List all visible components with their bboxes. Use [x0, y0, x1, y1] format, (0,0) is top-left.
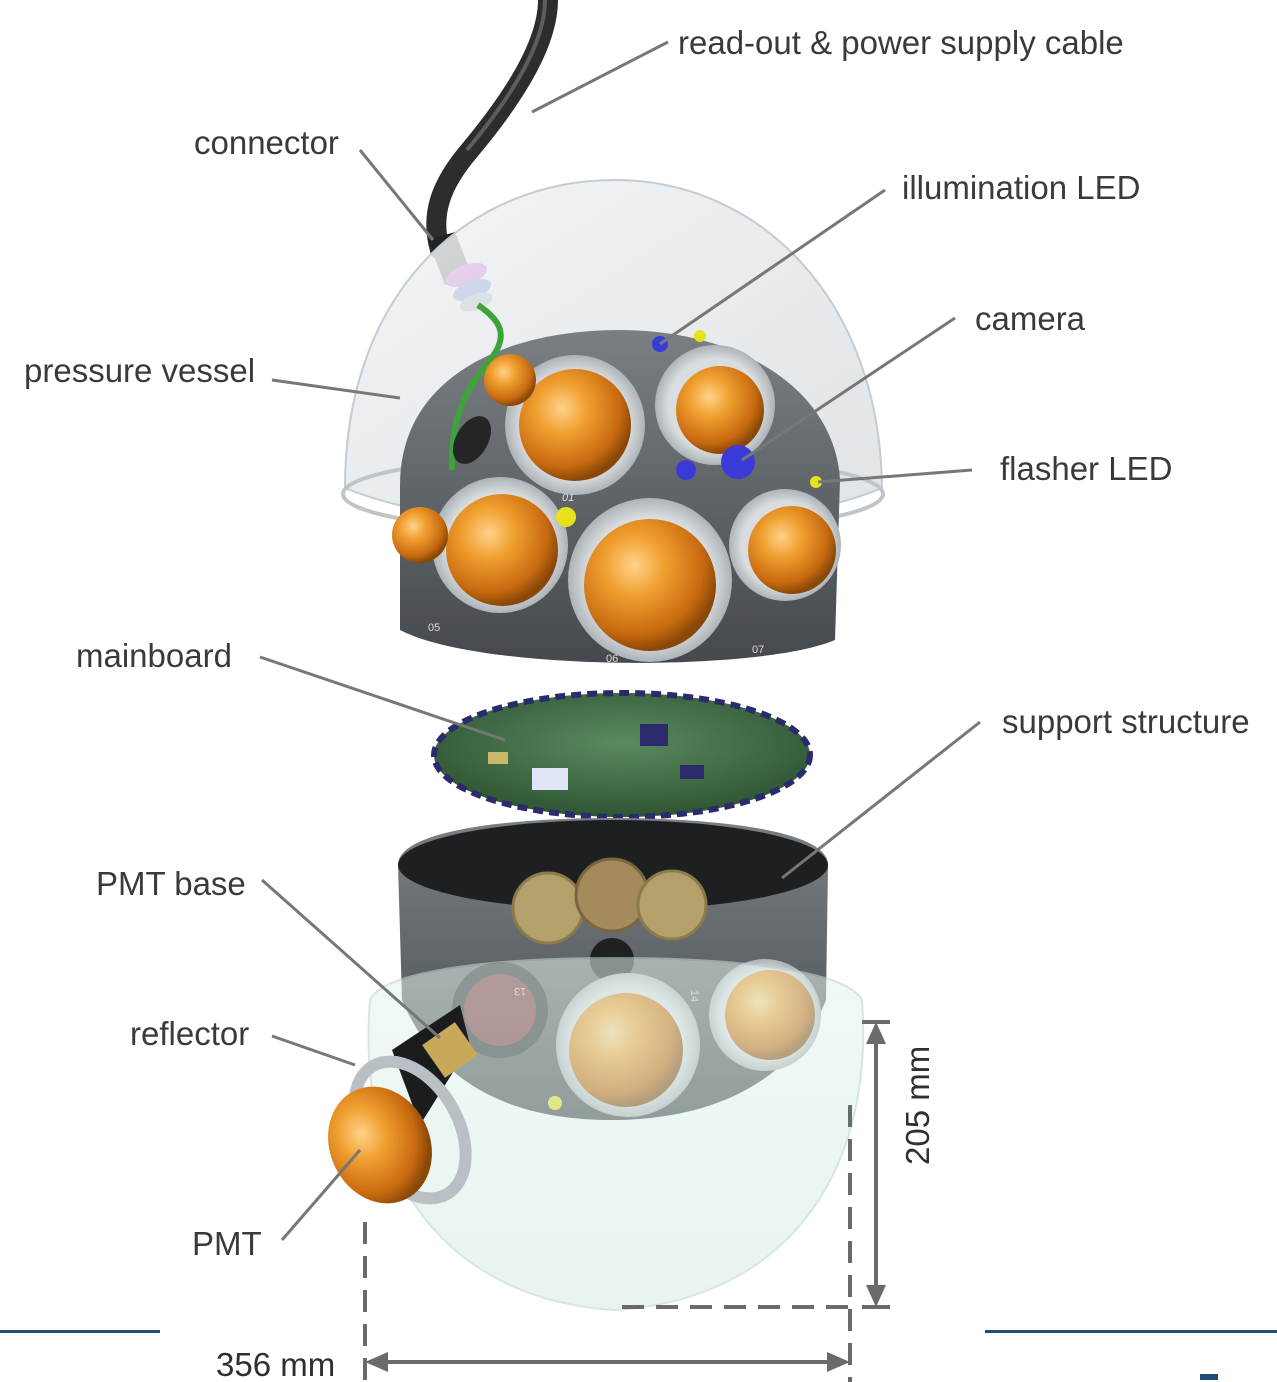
top-yellow-led	[556, 507, 576, 527]
module-number-13: 13	[514, 985, 526, 997]
label-cable: read-out & power supply cable	[678, 26, 1124, 59]
leader-connector	[360, 150, 433, 240]
module-number-01: 01	[562, 492, 574, 504]
label-connector: connector	[194, 126, 339, 159]
label-pressure-vessel: pressure vessel	[24, 354, 255, 387]
module-number-14: 14	[688, 990, 700, 1002]
dimension-height-label: 205 mm	[901, 1046, 934, 1165]
camera-lens	[721, 445, 755, 479]
label-support-structure: support structure	[1002, 705, 1250, 738]
label-reflector: reflector	[130, 1017, 249, 1050]
leader-mainboard	[260, 657, 505, 740]
secondary-led	[676, 460, 696, 480]
dimension-width-label: 356 mm	[216, 1348, 335, 1381]
leader-cable	[532, 42, 668, 112]
bottom-rule-left	[0, 1330, 160, 1333]
module-number-07: 07	[752, 644, 764, 656]
label-mainboard: mainboard	[76, 639, 232, 672]
leader-support-structure	[782, 722, 980, 878]
leader-pmt	[282, 1150, 360, 1240]
label-flasher-led: flasher LED	[1000, 452, 1172, 485]
module-number-06: 06	[606, 653, 618, 665]
leader-reflector	[272, 1036, 355, 1065]
label-pmt: PMT	[192, 1227, 262, 1260]
module-number-05: 05	[428, 622, 440, 634]
corner-mark	[1200, 1374, 1218, 1380]
label-pmt-base: PMT base	[96, 867, 246, 900]
label-camera: camera	[975, 302, 1085, 335]
bottom-rule-right	[985, 1330, 1277, 1333]
label-illumination-led: illumination LED	[902, 171, 1140, 204]
top-yellow-led-2	[694, 330, 706, 342]
pressure-vessel-lower	[368, 958, 863, 1310]
